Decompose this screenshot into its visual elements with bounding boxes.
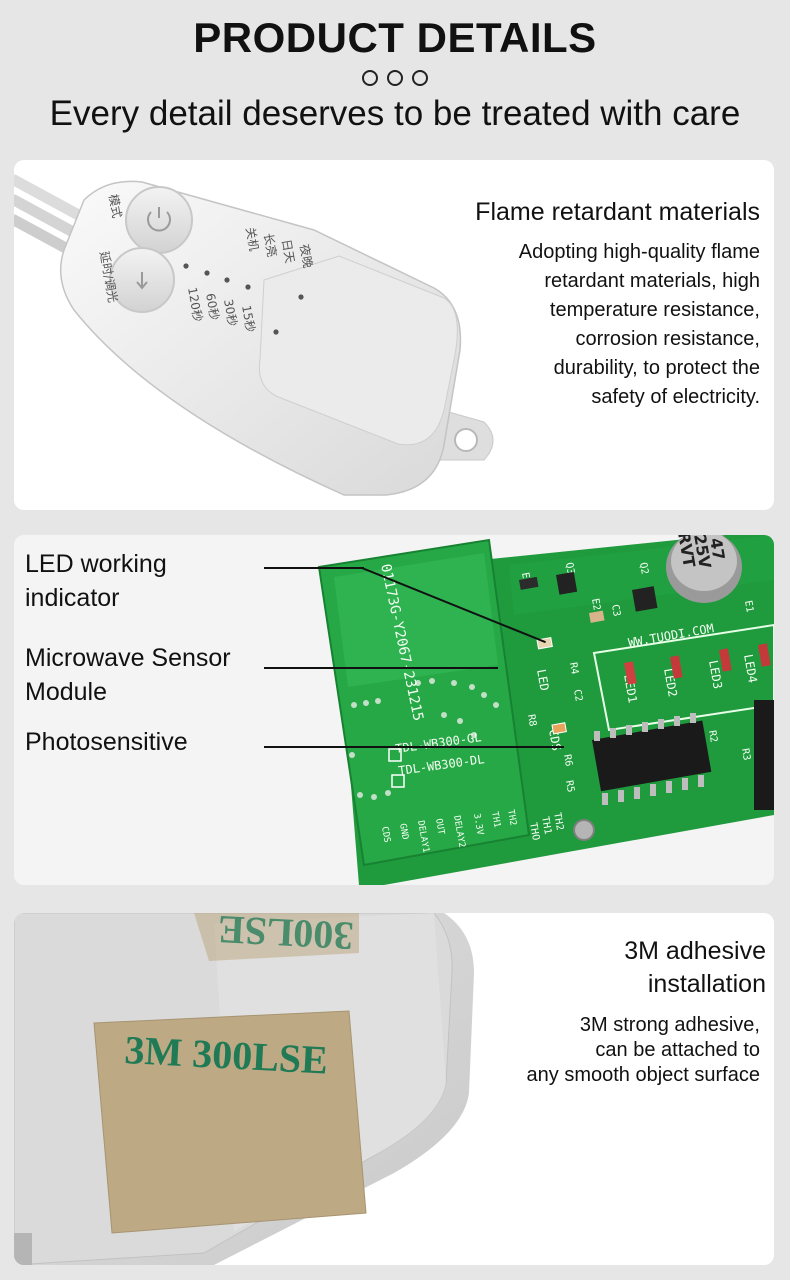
part-label: C3 — [609, 604, 622, 618]
page-header: PRODUCT DETAILS Every detail deserves to… — [0, 0, 790, 150]
feature-card-circuit-board: 01173G-Y2067-231215 TDL-WB300-GL TDL-WB3… — [14, 535, 774, 885]
description-line: retardant materials, high — [544, 270, 760, 292]
feature-title: 3M adhesive installation — [506, 935, 766, 1001]
part-label: R6 — [561, 754, 574, 768]
board-led-label: LED4 — [741, 653, 760, 684]
part-label: Q2 — [637, 562, 650, 576]
ornament-circle — [362, 70, 378, 86]
callout-label: Photosensitive — [25, 728, 188, 756]
pin-label: TH2 — [505, 809, 518, 827]
feature-title-line: installation — [647, 970, 766, 998]
ornament-circle — [412, 70, 428, 86]
feature-title: Flame retardant materials — [475, 198, 760, 226]
feature-title-line: 3M adhesive — [624, 937, 766, 965]
callout-microwave-sensor: Microwave Sensor Module — [25, 641, 231, 709]
device-label-mode-2: 长亮 — [261, 232, 280, 258]
tape-print-main: 3M 300LSE — [124, 1027, 329, 1083]
device-label-mode-0: 夜晚 — [297, 243, 316, 269]
part-label: TH2 — [551, 812, 565, 832]
page-subtitle: Every detail deserves to be treated with… — [49, 94, 741, 133]
description-line: safety of electricity. — [591, 386, 760, 408]
device-label-time-0: 15秒 — [239, 304, 258, 333]
callout-label: Microwave Sensor — [25, 644, 231, 672]
pin-label: GND — [397, 823, 410, 841]
description-line: any smooth object surface — [526, 1064, 760, 1086]
part-label: Q3 — [563, 562, 576, 576]
feature-description: 3M strong adhesive, can be attached to a… — [440, 1013, 760, 1088]
pin-label: CDS — [379, 826, 392, 844]
part-label: TH1 — [539, 816, 553, 836]
part-label: R4 — [567, 662, 580, 676]
device-label-mode-1: 日天 — [279, 238, 297, 264]
part-label: THO — [527, 822, 541, 842]
device-label-time-2: 60秒 — [203, 292, 222, 321]
pin-label: TH1 — [489, 811, 502, 829]
feature-card-flame-retardant: 模式 延时/调光 夜晚 日天 长亮 关机 15秒 30秒 60秒 120秒 Fl… — [14, 160, 774, 510]
description-line: 3M strong adhesive, — [579, 1014, 760, 1036]
tape-print-top: 300LSE — [217, 913, 355, 959]
callout-line-led — [264, 567, 364, 569]
part-label: R8 — [525, 714, 538, 728]
description-line: temperature resistance, — [549, 299, 760, 321]
callout-led-indicator: LED working indicator — [25, 547, 167, 615]
callout-line-microwave — [264, 667, 498, 669]
device-label-time-1: 30秒 — [221, 298, 240, 327]
adhesive-back-illustration: 300LSE 3M 300LSE — [14, 913, 474, 1265]
led-label: LED — [534, 668, 552, 692]
description-line: durability, to protect the — [553, 357, 760, 379]
callout-label: LED working — [25, 550, 167, 578]
part-label: E1 — [742, 600, 755, 614]
part-label: C2 — [571, 689, 584, 703]
board-led-label: LED3 — [706, 659, 725, 690]
part-label: R3 — [739, 748, 752, 762]
pin-label: OUT — [433, 818, 446, 836]
callout-line-photosensitive — [264, 746, 564, 748]
part-label: R2 — [706, 730, 719, 744]
callout-label: indicator — [25, 584, 120, 612]
callout-label: Module — [25, 678, 107, 706]
pin-label: 3.3V — [471, 813, 485, 837]
feature-description: Adopting high-quality flame retardant ma… — [450, 238, 760, 412]
part-label: R5 — [563, 780, 576, 794]
device-label-mode-3: 关机 — [243, 226, 261, 252]
ornament-circle — [387, 70, 403, 86]
title-ornament — [0, 70, 790, 86]
device-label-time-3: 120秒 — [185, 286, 205, 323]
part-label: E2 — [589, 598, 602, 612]
callout-photosensitive: Photosensitive — [25, 725, 188, 759]
description-line: corrosion resistance, — [575, 328, 760, 350]
pcb-illustration: 01173G-Y2067-231215 TDL-WB300-GL TDL-WB3… — [317, 535, 774, 885]
description-line: can be attached to — [595, 1039, 760, 1061]
device-label-mode: 模式 — [106, 193, 124, 219]
description-line: Adopting high-quality flame — [518, 241, 760, 263]
capacitor-label-1: 47 — [706, 536, 729, 561]
sensor-housing-illustration: 模式 延时/调光 夜晚 日天 长亮 关机 15秒 30秒 60秒 120秒 — [14, 174, 494, 496]
feature-card-adhesive: 300LSE 3M 300LSE 3M adhesive installatio… — [14, 913, 774, 1265]
page-title: PRODUCT DETAILS — [193, 14, 597, 61]
cds-label: CDS — [546, 728, 564, 752]
